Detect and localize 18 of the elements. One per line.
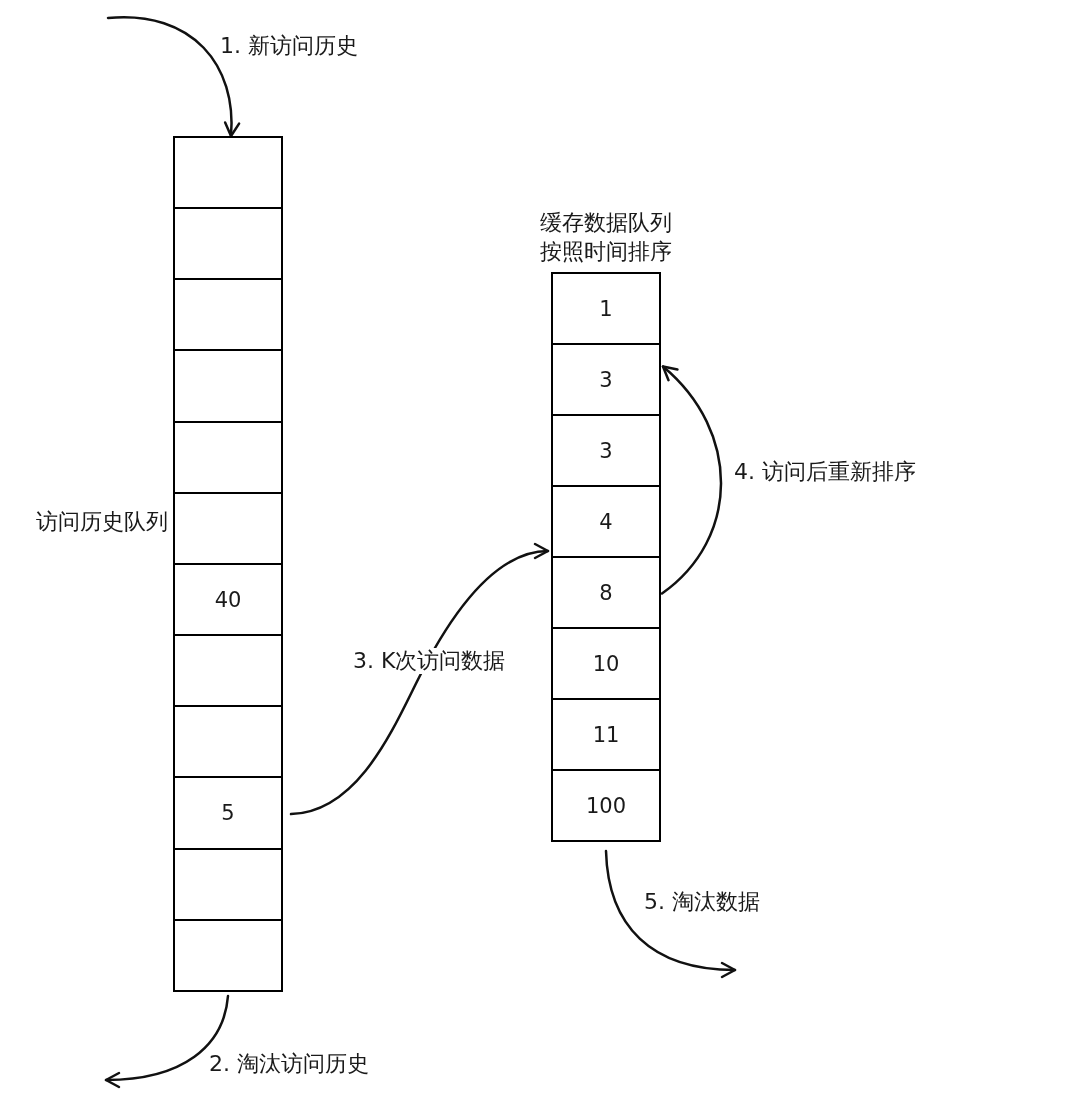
curved-arrow — [106, 16, 240, 138]
queue-heading: 访问历史队列 — [36, 508, 168, 536]
curved-arrow — [660, 365, 723, 595]
cell-value: 5 — [221, 800, 235, 827]
cell-value: 100 — [585, 792, 627, 819]
queue-heading: 按照时间排序 — [540, 238, 672, 266]
cell-value: 1 — [599, 295, 613, 322]
curved-arrow — [104, 994, 230, 1088]
cell-value: 8 — [599, 579, 613, 606]
curved-arrow — [604, 849, 737, 978]
cell-value: 3 — [599, 366, 613, 393]
cell-value: 10 — [592, 650, 620, 677]
cell-value: 4 — [599, 508, 613, 535]
curved-arrow — [289, 544, 550, 816]
cell-value: 40 — [214, 586, 242, 613]
cell-value: 3 — [599, 437, 613, 464]
cell-value: 11 — [592, 721, 620, 748]
queue-heading: 缓存数据队列 — [540, 209, 672, 237]
